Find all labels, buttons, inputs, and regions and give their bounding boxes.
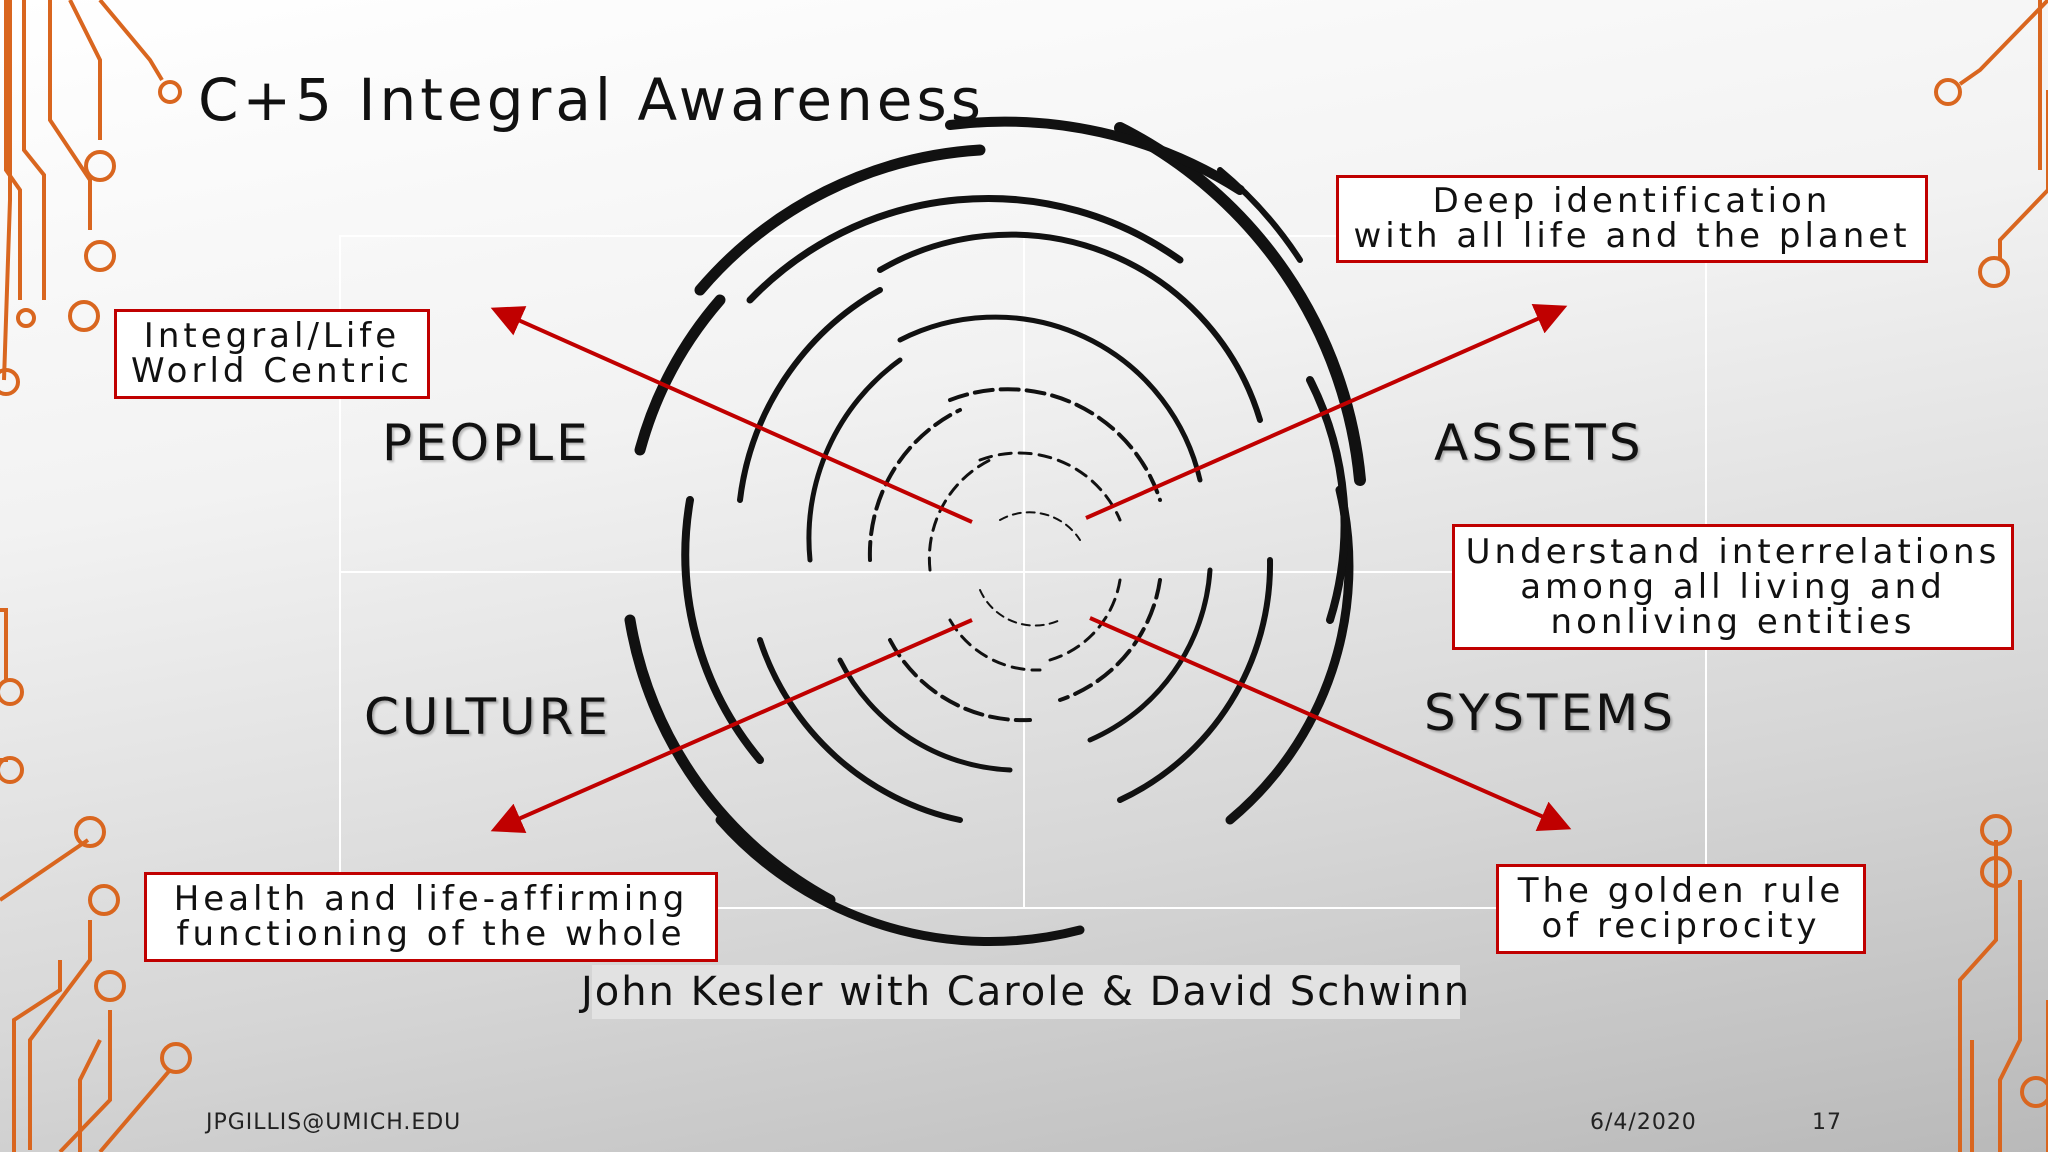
callout-line: among all living and — [1520, 566, 1946, 607]
arrow-bottom-left — [490, 618, 973, 834]
callout-line: Deep identification — [1432, 181, 1832, 221]
arrow-top-left — [490, 306, 973, 524]
callout-integral-life: Integral/Life World Centric — [114, 309, 430, 399]
attribution: John Kesler with Carole & David Schwinn — [581, 965, 1469, 1019]
callout-line: functioning of the whole — [176, 914, 686, 954]
arrow-top-right — [1085, 304, 1568, 520]
callout-line: Health and life-affirming — [173, 879, 689, 919]
callout-golden-rule: The golden rule of reciprocity — [1496, 864, 1866, 954]
callout-interrelations: Understand interrelations among all livi… — [1452, 524, 2014, 650]
footer-page-number: 17 — [1812, 1110, 1842, 1135]
arrow-bottom-right — [1089, 616, 1572, 832]
footer-date: 6/4/2020 — [1590, 1110, 1697, 1135]
quadrant-label-culture: CULTURE — [364, 688, 611, 746]
quadrant-label-people: PEOPLE — [382, 414, 591, 472]
callout-deep-identification: Deep identification with all life and th… — [1336, 175, 1928, 263]
footer-email: JPGILLIS@UMICH.EDU — [206, 1110, 462, 1135]
callout-health: Health and life-affirming functioning of… — [144, 872, 718, 962]
callout-line: of reciprocity — [1541, 906, 1821, 946]
callout-line: World Centric — [131, 351, 413, 391]
callout-line: Integral/Life — [143, 316, 401, 356]
callout-line: with all life and the planet — [1353, 216, 1911, 256]
callout-line: The golden rule — [1517, 871, 1845, 911]
quadrant-label-systems: SYSTEMS — [1424, 684, 1677, 742]
quadrant-label-assets: ASSETS — [1434, 414, 1644, 472]
callout-line: Understand interrelations — [1465, 531, 2001, 572]
slide-title: C+5 Integral Awareness — [198, 66, 985, 134]
callout-line: nonliving entities — [1550, 601, 1916, 642]
